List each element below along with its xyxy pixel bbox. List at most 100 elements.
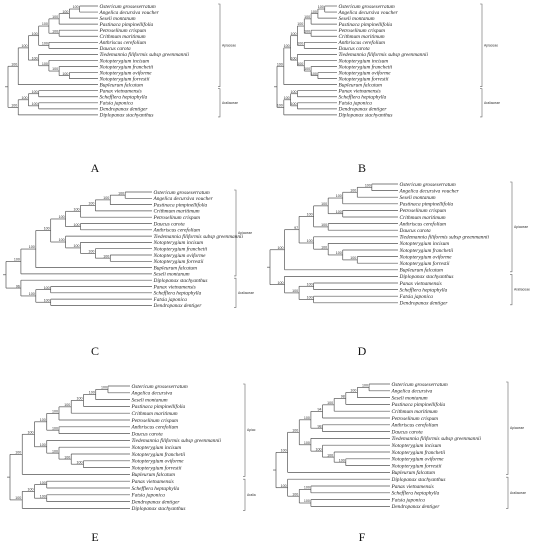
support-value: 100: [14, 258, 20, 262]
support-value: 100: [42, 62, 48, 66]
taxon-label: Notopterygium oviforme: [391, 456, 445, 463]
support-value: 100: [103, 254, 109, 258]
support-value: 100: [52, 449, 58, 453]
taxon-label: Notopterygium incisum: [391, 443, 442, 449]
taxon-label: Notopterygium incisum: [338, 58, 389, 64]
support-value: 100: [336, 251, 342, 255]
taxon-label: Anthriscus cerefolium: [399, 220, 447, 227]
taxon-label: Daucus carota: [153, 221, 185, 227]
taxon-label: Tiedemannia filiformis subsp greenmannii: [400, 234, 490, 241]
taxon-label: Notopterygium forrestii: [391, 462, 443, 469]
support-value: 100: [304, 441, 310, 445]
taxon-label: Notopterygium forrestii: [131, 464, 183, 471]
support-value: 100: [297, 62, 303, 66]
tree-panel-c: 1001001001001001001001001001001001001001…: [3, 189, 254, 358]
taxon-label: Schefflera heptaphylla: [339, 94, 387, 101]
taxon-label: Crithmum maritimum: [154, 209, 200, 215]
clade-bracket: [243, 478, 246, 511]
clade-label: Araliaceae: [484, 101, 500, 105]
support-value: 100: [40, 481, 46, 485]
taxon-label: Notopterygium oviforme: [153, 252, 207, 259]
taxon-label: Diplopanax stachyanthus: [391, 477, 446, 483]
taxon-label: Notopterygium incisum: [131, 445, 182, 451]
taxon-label: Notopterygium forrestii: [338, 75, 390, 82]
taxon-label: Notopterygium incisum: [99, 58, 150, 64]
taxon-label: Notopterygium franchetii: [153, 246, 208, 253]
taxon-label: Notopterygium franchetii: [399, 247, 454, 254]
taxon-label: Notopterygium franchetii: [391, 449, 446, 456]
support-value: 100: [350, 188, 356, 192]
support-value: 100: [290, 32, 296, 36]
taxon-label: Daucus carota: [99, 46, 131, 52]
taxon-label: Crithmum maritimum: [100, 34, 146, 40]
panel-label: C: [91, 344, 99, 358]
support-value: 100: [118, 191, 124, 195]
taxon-label: Notopterygium franchetii: [131, 451, 186, 458]
taxon-label: Crithmum maritimum: [132, 411, 178, 417]
clade-bracket: [218, 88, 221, 118]
taxon-label: Panax vietnamensis: [153, 284, 196, 290]
support-value: 100: [278, 281, 284, 285]
support-value: 100: [52, 426, 58, 430]
support-value: 100: [307, 296, 313, 300]
taxon-label: Ostericum grosseserratum: [400, 182, 456, 188]
taxon-label: Pastinaca pimpinellifolia: [131, 403, 186, 410]
support-value: 100: [304, 486, 310, 490]
taxon-label: Diplopanax stachyanthus: [338, 113, 393, 119]
support-value: 100: [27, 488, 33, 492]
taxon-label: Tiedemannia filiformis subsp greenmannii: [154, 233, 244, 240]
support-value: 100: [15, 496, 21, 500]
support-value: 100: [29, 245, 35, 249]
support-value: 100: [88, 250, 94, 254]
support-value: 100: [40, 494, 46, 498]
taxon-label: Tiedemannia filiformis subsp greenmannii: [100, 51, 190, 58]
clade-bracket: [234, 277, 237, 308]
support-value: 100: [73, 5, 79, 9]
clade-bracket: [480, 3, 483, 87]
support-value: 100: [11, 62, 17, 66]
support-value: 100: [32, 102, 38, 106]
support-value: 100: [304, 499, 310, 503]
support-value: 100: [307, 239, 313, 243]
taxon-label: Fatsia japonica: [131, 493, 166, 499]
clade-label: Apiaceae: [238, 231, 252, 235]
support-value: 100: [321, 245, 327, 249]
taxon-label: Ostericum grosseserratum: [132, 384, 188, 390]
taxon-label: Tiedemannia filiformis subsp greenmannii: [132, 437, 222, 444]
taxon-label: Fatsia japonica: [391, 497, 426, 503]
support-value: 100: [277, 62, 283, 66]
support-value: 100: [311, 72, 317, 76]
support-value: 100: [277, 104, 283, 108]
taxon-label: Notopterygium incisum: [399, 241, 450, 247]
clade-bracket: [510, 274, 513, 306]
support-value: 100: [292, 492, 298, 496]
taxon-label: Pastinaca pimpinellifolia: [399, 201, 454, 208]
support-value: 100: [292, 289, 298, 293]
taxon-label: Dendropanax dentiger: [338, 107, 388, 113]
taxon-label: Bupleurum falcatum: [392, 469, 436, 476]
support-value: 100: [311, 10, 317, 14]
support-value: 100: [292, 428, 298, 432]
tree-panel-b: 1001001001001001001001001001001001001001…: [274, 3, 500, 175]
taxon-label: Seseli montanum: [154, 272, 190, 278]
support-value: 100: [62, 10, 68, 14]
support-value: 97: [294, 226, 298, 230]
taxon-label: Dendropanax dentiger: [399, 301, 449, 307]
taxon-label: Daucus carota: [391, 429, 423, 435]
taxon-label: Pastinaca pimpinellifolia: [391, 401, 446, 408]
clade-label: Apiaceae: [514, 225, 528, 229]
taxon-label: Bupleurum falcatum: [132, 471, 176, 478]
taxon-label: Anthriscus cerefolium: [391, 422, 439, 429]
taxon-label: Bupleurum falcatum: [339, 81, 383, 88]
taxon-label: Angelica decursiva voucher: [338, 10, 399, 16]
taxon-label: Seseli montanum: [132, 397, 168, 403]
taxon-label: Angelica decursiva: [391, 389, 433, 395]
support-value: 100: [321, 223, 327, 227]
support-value: 100: [88, 202, 94, 206]
taxon-label: Schefflera heptaphylla: [154, 290, 202, 297]
clade-bracket: [480, 88, 483, 118]
support-value: 100: [52, 410, 58, 414]
support-value: 100: [42, 22, 48, 26]
taxon-label: Pastinaca pimpinellifolia: [99, 21, 154, 28]
support-value: 100: [297, 42, 303, 46]
